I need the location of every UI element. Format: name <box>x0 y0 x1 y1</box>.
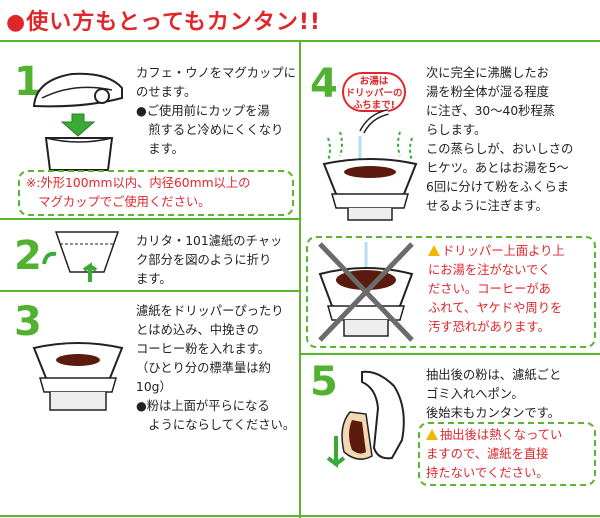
step-5-disposal-illustration <box>326 370 405 468</box>
step-2-text: カリタ・101濾紙のチャッ ク部分を図のように折り ます。 <box>136 232 296 289</box>
divider-bottom <box>0 515 600 517</box>
warning-icon <box>426 429 438 440</box>
step-3-line: コーヒー粉を入れます。 <box>136 342 271 356</box>
warning-line: ふれて、ヤケドや周りを <box>428 301 563 315</box>
step-4-line: この蒸らしが、おいしさの <box>426 142 574 156</box>
step-2-line: ます。 <box>136 272 172 286</box>
warning-line-1: ドリッパー上面より上 <box>428 242 594 261</box>
step-1-note-box <box>18 170 294 216</box>
page-title: ●使い方もとってもカンタン!! <box>6 10 321 35</box>
step-4-pouring-illustration <box>322 109 418 221</box>
bubble-line: お湯は <box>359 76 389 87</box>
divider-center <box>299 42 301 518</box>
step-1-line: のせます。 <box>136 85 197 99</box>
step-1-illustration <box>32 72 123 171</box>
step-5-line: ゴミ入れへポン。 <box>426 387 524 401</box>
step-2-line: ク部分を図のように折り <box>136 253 272 267</box>
warning-line: ますので、濾紙を直接 <box>426 447 549 461</box>
step-2-filter-paper-illustration <box>42 231 120 282</box>
warning-line: にお湯を注がないでく <box>428 263 551 277</box>
step-4-number: 4 <box>310 61 338 107</box>
step-5-text: 抽出後の粉は、濾紙ごと ゴミ入れへポン。 後始末もカンタンです。 <box>426 366 596 423</box>
step-3-dripper-illustration <box>32 342 124 411</box>
step-5-warning: 抽出後は熱くなってい ますので、濾紙を直接 持たないでください。 <box>426 426 594 483</box>
step-4-text: 次に完全に沸騰したお 湯を粉全体が湿る程度 に注ぎ、30～40秒程蒸 らします。… <box>426 64 596 216</box>
step-3-text: 濾紙をドリッパーぴったり とはめ込み、中挽きの コーヒー粉を入れます。 （ひとり… <box>136 302 296 435</box>
warning-line: ださい。コーヒーがあ <box>428 282 551 296</box>
warning-icon <box>428 245 440 256</box>
step-1-line: 煎すると冷めにくくなり <box>136 123 284 137</box>
step-3-line: とはめ込み、中挽きの <box>136 323 259 337</box>
step-4-line: 次に完全に沸騰したお <box>426 66 549 80</box>
step-5-warning-box <box>418 422 596 486</box>
bubble-line: ドリッパーの <box>345 88 403 99</box>
step-4-callout-bubble: お湯は ドリッパーの ふちまで! <box>342 72 406 112</box>
step-3-line: ようにならしてください。 <box>136 418 296 432</box>
step-4-warning: ドリッパー上面より上 にお湯を注がないでく ださい。コーヒーがあ ふれて、ヤケド… <box>428 242 594 337</box>
step-4-line: せるように注ぎます。 <box>426 199 548 213</box>
step-2-line: カリタ・101濾紙のチャッ <box>136 234 283 248</box>
divider-left-2 <box>0 290 299 292</box>
step-4-line: ヒケツ。あとはお湯を5～ <box>426 161 569 175</box>
step-5-line: 後始末もカンタンです。 <box>426 406 561 420</box>
step-1-line: ●ご使用前にカップを湯 <box>136 104 270 118</box>
step-3-line: 濾紙をドリッパーぴったり <box>136 304 284 318</box>
step-4-warning-box <box>306 236 596 348</box>
step-4-line: 湯を粉全体が湿る程度 <box>426 85 549 99</box>
step-3-line: 10g） <box>136 380 172 394</box>
step-3-line: ●粉は上面が平らになる <box>136 399 270 413</box>
step-4-line: に注ぎ、30～40秒程蒸 <box>426 104 556 118</box>
warning-line: 持たないでください。 <box>426 466 549 480</box>
step-3-line: （ひとり分の標準量は約 <box>136 361 271 375</box>
bubble-line: ふちまで! <box>352 100 396 111</box>
step-4-line: らします。 <box>426 123 487 137</box>
step-2-number: 2 <box>14 233 42 279</box>
divider-top <box>0 40 600 42</box>
step-1-note-line: ※:外形100mm以内、内径60mm以上の <box>26 176 251 190</box>
step-4-line: 6回に分けて粉をふくらま <box>426 180 570 194</box>
divider-right-1 <box>301 353 600 355</box>
step-3-number: 3 <box>14 299 42 345</box>
divider-left-1 <box>0 218 299 220</box>
step-1-line: カフェ・ウノをマグカップに <box>136 66 296 80</box>
warning-line: 汚す恐れがあります。 <box>428 320 550 334</box>
warning-text: 抽出後は熱くなってい <box>440 428 563 442</box>
step-5-line: 抽出後の粉は、濾紙ごと <box>426 368 562 382</box>
warning-text: ドリッパー上面より上 <box>442 244 565 258</box>
step-1-line: ます。 <box>136 142 184 156</box>
warning-line-1: 抽出後は熱くなってい <box>426 426 594 445</box>
step-5-number: 5 <box>310 359 338 405</box>
step-1-note-line: マグカップでご使用ください。 <box>26 195 211 209</box>
step-4-prohibited-illustration <box>318 242 414 342</box>
step-1-note: ※:外形100mm以内、内径60mm以上の マグカップでご使用ください。 <box>26 174 292 212</box>
step-1-text: カフェ・ウノをマグカップに のせます。 ●ご使用前にカップを湯 煎すると冷めにく… <box>136 64 296 159</box>
